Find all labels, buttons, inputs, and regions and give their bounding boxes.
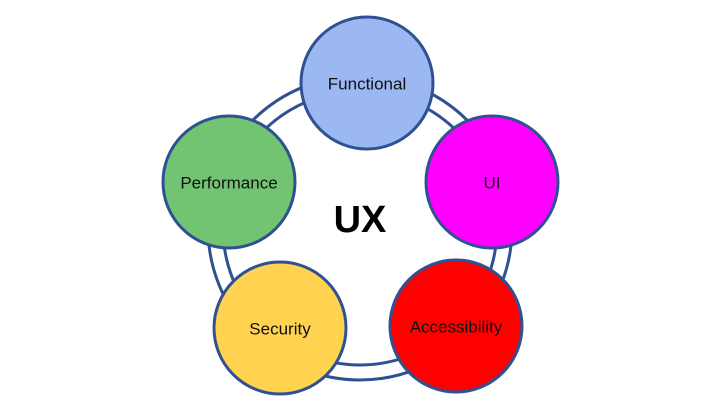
node-accessibility: Accessibility — [388, 258, 524, 394]
node-label: Security — [249, 319, 311, 338]
node-performance: Performance — [161, 114, 297, 250]
node-label: Accessibility — [410, 317, 503, 336]
node-circle — [388, 258, 524, 394]
node-functional: Functional — [299, 15, 435, 151]
node-circle — [212, 260, 348, 396]
node-circle — [299, 15, 435, 151]
node-label: UI — [484, 173, 501, 192]
center-label: UX — [334, 199, 387, 241]
node-circle — [424, 114, 560, 250]
node-label: Functional — [328, 74, 406, 93]
node-circle — [161, 114, 297, 250]
node-ui: UI — [424, 114, 560, 250]
node-label: Performance — [180, 173, 277, 192]
node-security: Security — [212, 260, 348, 396]
